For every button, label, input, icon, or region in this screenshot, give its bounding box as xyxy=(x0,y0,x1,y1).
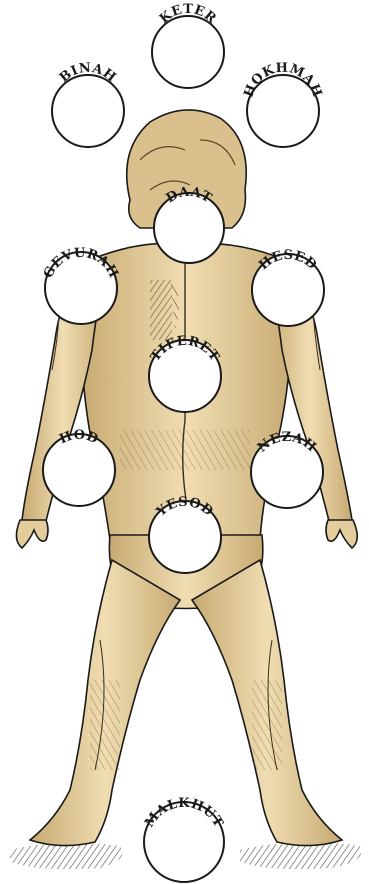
sefira-hokhmah: HOKHMAH xyxy=(241,61,324,147)
sefira-gevurah: GEVURAH xyxy=(41,246,121,324)
sefira-yesod: YESOD xyxy=(149,495,221,573)
sefira-binah: BINAH xyxy=(52,61,124,147)
sefira-tiferet: TIFERET xyxy=(148,334,222,412)
sefira-hesed: HESED xyxy=(252,248,324,326)
sefira-daat: DAAT xyxy=(154,185,224,263)
sefira-hod: HOD xyxy=(43,428,115,506)
sefira-keter: KETER xyxy=(152,2,224,88)
sefira-nezah: NEZAH xyxy=(251,430,323,508)
sefira-malkhut: MALKHUT xyxy=(142,796,226,882)
